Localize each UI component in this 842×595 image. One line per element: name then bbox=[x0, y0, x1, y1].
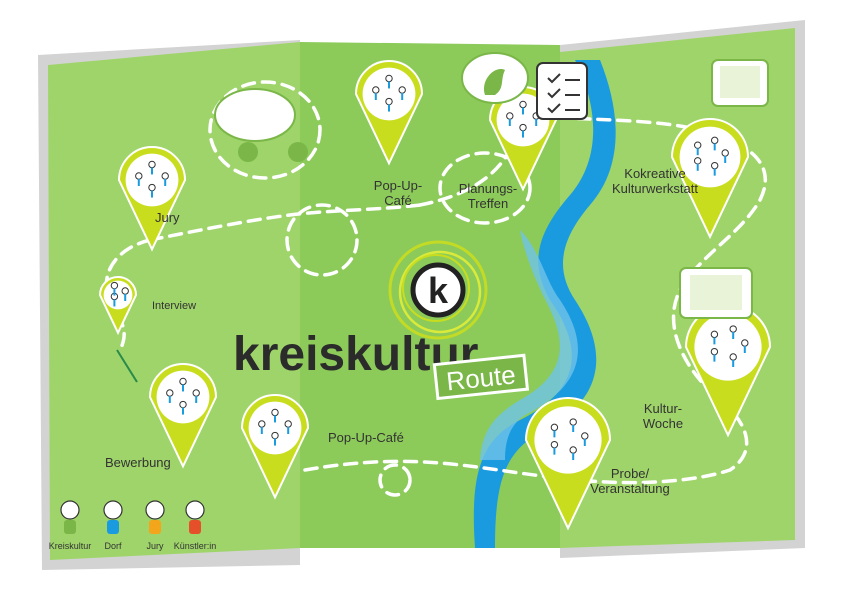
pin-label: Kultur-Woche bbox=[643, 401, 683, 431]
figure-head-icon bbox=[145, 500, 165, 520]
speech-bubbles bbox=[214, 52, 769, 319]
figure-body-icon bbox=[189, 520, 201, 534]
umbrella-crowd-icon bbox=[372, 74, 406, 112]
logo-swirl-mid bbox=[398, 250, 482, 334]
pin-label: Pop-Up-Café bbox=[328, 430, 404, 445]
river bbox=[473, 60, 616, 548]
route-badge-bg bbox=[432, 353, 530, 401]
pin-badge bbox=[679, 126, 741, 188]
pin-9[interactable]: Probe/Veranstaltung bbox=[524, 397, 670, 531]
crowd-icon bbox=[710, 325, 749, 367]
calendar-icon-top bbox=[711, 59, 769, 107]
brand-logo: k bbox=[388, 240, 488, 340]
stage-icon bbox=[550, 418, 589, 460]
pin-label: Pop-Up-Café bbox=[374, 178, 422, 208]
umbrella-crowd-icon bbox=[258, 408, 292, 446]
pin-4[interactable]: Pop-Up-Café bbox=[240, 394, 404, 500]
legend-item-2: Dorf bbox=[103, 500, 123, 551]
pin-badge bbox=[156, 370, 210, 424]
pin-3[interactable]: Bewerbung bbox=[105, 363, 218, 470]
pin-label: Interview bbox=[152, 300, 196, 312]
bidirectional-arrow bbox=[116, 349, 138, 383]
figure-body-icon bbox=[64, 520, 76, 534]
phone-mail-icon bbox=[166, 377, 200, 415]
workshop-icon bbox=[694, 136, 729, 176]
logo-swirl-inner bbox=[402, 254, 470, 322]
checklist-icon bbox=[536, 62, 588, 120]
legend-label: Jury bbox=[146, 541, 164, 551]
pin-8[interactable]: Kultur-Woche bbox=[643, 304, 772, 438]
pin-badge bbox=[534, 406, 602, 474]
pin-2[interactable]: Interview bbox=[98, 276, 196, 336]
logo-letter: k bbox=[428, 270, 449, 311]
legend-label: Dorf bbox=[104, 541, 122, 551]
legend: Kreiskultur Dorf Jury Künstler:in bbox=[49, 500, 217, 551]
pin-label: Planungs-Treffen bbox=[459, 181, 518, 211]
pin-badge bbox=[125, 153, 179, 207]
idea-bubble bbox=[461, 52, 529, 104]
river-highlight bbox=[480, 230, 578, 460]
pin-label: Probe/Veranstaltung bbox=[590, 466, 670, 496]
figure-body-icon bbox=[107, 520, 119, 534]
pin-label: Bewerbung bbox=[105, 455, 171, 470]
logo-swirl-outer bbox=[388, 240, 488, 340]
legend-item-4: Künstler:in bbox=[174, 500, 217, 551]
legend-label: Künstler:in bbox=[174, 541, 217, 551]
legend-item-3: Jury bbox=[145, 500, 165, 551]
logo-ring bbox=[410, 262, 466, 318]
figure-head-icon bbox=[60, 500, 80, 520]
figure-head-icon bbox=[103, 500, 123, 520]
megaphone-bubble bbox=[214, 88, 308, 162]
pin-badge bbox=[248, 401, 302, 455]
pins-layer: JuryInterviewBewerbungPop-Up-CaféPop-Up-… bbox=[98, 60, 772, 531]
pin-badge bbox=[694, 313, 762, 381]
pin-1[interactable]: Jury bbox=[117, 146, 187, 252]
pin-5[interactable]: Pop-Up-Café bbox=[354, 60, 424, 208]
legend-label: Kreiskultur bbox=[49, 541, 92, 551]
calendar-icon-right bbox=[679, 267, 753, 319]
pin-label: Jury bbox=[155, 210, 180, 225]
figure-head-icon bbox=[185, 500, 205, 520]
route-badge-label: Route bbox=[445, 359, 517, 396]
pin-badge bbox=[362, 67, 416, 121]
car-icon bbox=[110, 281, 129, 307]
figure-body-icon bbox=[149, 520, 161, 534]
route-badge: Route bbox=[432, 353, 530, 401]
jury-group-icon bbox=[135, 160, 169, 198]
legend-item-1: Kreiskultur bbox=[49, 500, 92, 551]
